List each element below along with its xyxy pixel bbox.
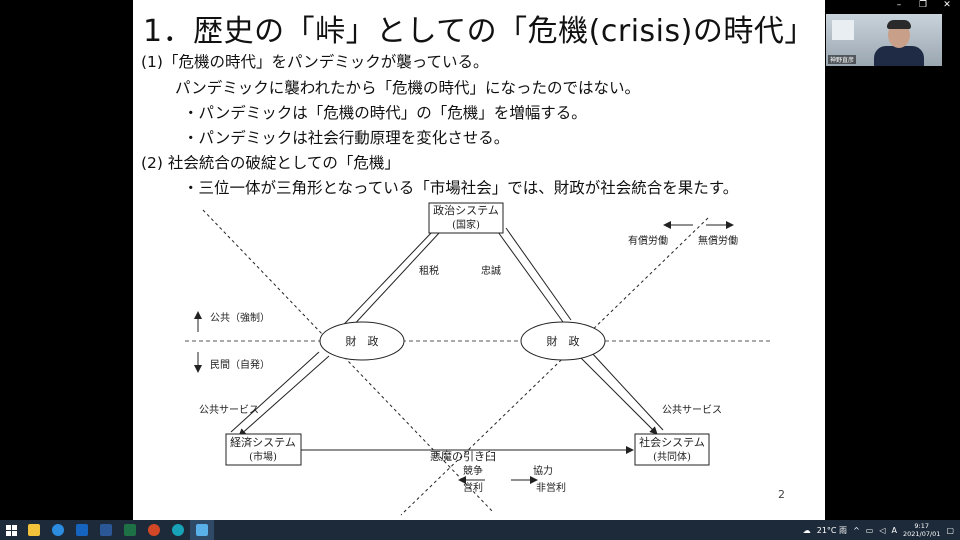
- clock[interactable]: 9:17 2021/07/01: [903, 522, 940, 538]
- weather-text[interactable]: 21°C 雨: [816, 525, 848, 535]
- webcam-thumbnail[interactable]: 神野直彦: [826, 14, 942, 66]
- text-line-4: ・パンデミックは社会行動原理を変化させる。: [183, 129, 510, 147]
- windows-start-icon[interactable]: [0, 520, 22, 540]
- devil-mill-label: 悪魔の引き臼: [430, 449, 496, 463]
- text-line-3: ・パンデミックは「危機の時代」の「危機」を増幅する。: [183, 104, 587, 122]
- paid-labor-label: 有償労働: [628, 234, 668, 247]
- speaker-icon[interactable]: ◁: [879, 525, 886, 535]
- text-line-2: パンデミックに襲われたから「危機の時代」になったのではない。: [175, 79, 641, 97]
- text-line-6: ・三位一体が三角形となっている「市場社会」では、財政が社会統合を果たす。: [183, 179, 739, 197]
- text-line-1: (1)「危機の時代」をパンデミックが襲っている。: [141, 53, 489, 71]
- political-system-sub: (国家): [452, 218, 480, 231]
- loyalty-label: 忠誠: [481, 264, 501, 277]
- edge-icon[interactable]: [166, 520, 190, 540]
- triad-diagram: 政治システム (国家) 経済システム (市場) 社会システム (共同体) 財 政…: [185, 202, 773, 516]
- finance-ellipse-right: [520, 321, 606, 361]
- clock-date: 2021/07/01: [902, 530, 941, 538]
- public-service-left-label: 公共サービス: [199, 404, 259, 416]
- text-line-5: (2) 社会統合の破綻としての「危機」: [141, 154, 400, 172]
- social-system-label: 社会システム: [639, 435, 705, 449]
- finance-ellipse-left: [319, 321, 405, 361]
- economic-system-sub: (市場): [249, 450, 277, 463]
- window-controls: – ❐ ✕: [894, 0, 952, 14]
- maximize-icon[interactable]: ❐: [918, 0, 928, 10]
- cooperation-label: 協力: [533, 464, 553, 477]
- outlook-icon[interactable]: [70, 520, 94, 540]
- clock-time: 9:17: [914, 522, 929, 530]
- economic-system-label: 経済システム: [230, 435, 296, 449]
- nonprofit-label: 非営利: [536, 481, 566, 494]
- presenter-name: 神野直彦: [828, 55, 857, 64]
- network-icon[interactable]: ▭: [865, 525, 874, 535]
- notification-icon[interactable]: ▢: [946, 525, 954, 535]
- word-icon[interactable]: [94, 520, 118, 540]
- taskbar: ☁ 21°C 雨 ^ ▭ ◁ A 9:17 2021/07/01 ▢: [0, 520, 960, 540]
- competition-label: 競争: [463, 464, 483, 477]
- social-system-sub: (共同体): [653, 451, 691, 463]
- active-app-icon[interactable]: [190, 520, 214, 540]
- presenter-video: [874, 46, 924, 66]
- dashed-diagonal-right: [400, 217, 709, 516]
- private-voluntary-label: 民間（自発）: [210, 358, 270, 371]
- finance-right-label: 財 政: [547, 334, 580, 348]
- presentation-slide: 1．歴史の「峠」としての「危機(crisis)の時代」 (1)「危機の時代」をパ…: [133, 0, 825, 520]
- close-icon[interactable]: ✕: [943, 0, 951, 10]
- political-system-box: [428, 202, 504, 234]
- economic-system-box: [225, 433, 302, 466]
- system-tray: ☁ 21°C 雨 ^ ▭ ◁ A 9:17 2021/07/01 ▢: [803, 520, 960, 540]
- weather-icon[interactable]: ☁: [802, 525, 811, 535]
- powerpoint-icon[interactable]: [142, 520, 166, 540]
- profit-label: 営利: [463, 481, 483, 494]
- tax-label: 租税: [419, 264, 439, 277]
- internet-explorer-icon[interactable]: [46, 520, 70, 540]
- excel-icon[interactable]: [118, 520, 142, 540]
- slide-title: 1．歴史の「峠」としての「危機(crisis)の時代」: [143, 14, 815, 49]
- social-system-box: [634, 433, 710, 466]
- dashed-diagonal-left: [202, 209, 494, 513]
- public-coercion-label: 公共（強制）: [210, 311, 270, 324]
- chevron-up-icon[interactable]: ^: [853, 525, 860, 535]
- minimize-icon[interactable]: –: [896, 0, 902, 10]
- political-system-label: 政治システム: [433, 203, 499, 217]
- public-service-right-label: 公共サービス: [662, 404, 722, 416]
- finance-left-label: 財 政: [346, 334, 379, 348]
- page-number: 2: [778, 488, 785, 501]
- unpaid-labor-label: 無償労働: [698, 234, 738, 247]
- ime-indicator[interactable]: A: [891, 525, 897, 535]
- file-explorer-icon[interactable]: [22, 520, 46, 540]
